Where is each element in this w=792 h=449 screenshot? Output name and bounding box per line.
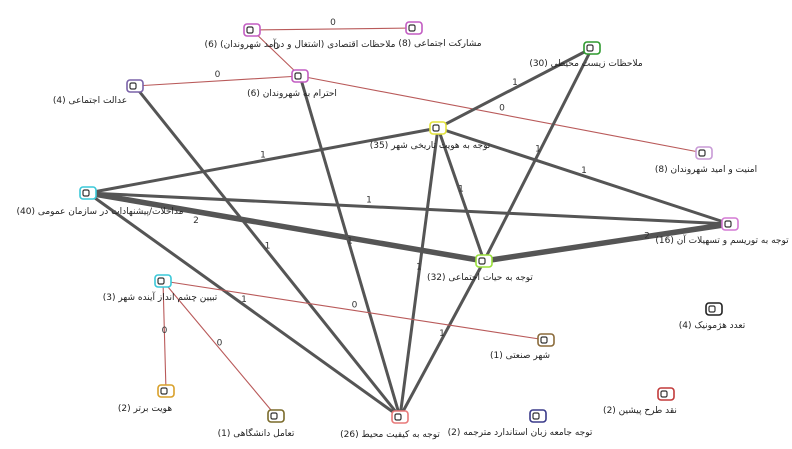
edge-label: 0 [217, 339, 223, 349]
node-label: توجه به کیفیت محیط (26) [340, 430, 440, 440]
node-label: تعدد هژمونیک (4) [679, 321, 746, 331]
code-icon-dot [394, 413, 402, 421]
code-icon-dot [432, 124, 440, 132]
code-icon-dot [270, 412, 278, 420]
code-icon-dot [157, 277, 165, 285]
edge-label: 0 [352, 301, 358, 311]
edge-n4-n16 [298, 74, 402, 419]
node-n4[interactable]: احترام به شهروندان (6) [247, 69, 337, 99]
edge-label: 1 [241, 295, 247, 305]
node-label: امنیت و امید شهروندان (8) [655, 165, 757, 175]
edge-n1-n2 [251, 27, 415, 31]
edge-label: 1 [366, 196, 372, 206]
edge-label: 0 [215, 70, 221, 80]
edge-n4-n7 [299, 75, 705, 154]
node-n17[interactable]: توجه جامعه زبان استاندارد مترجمه (2) [448, 409, 593, 438]
node-label: ملاحظات زیست محیطی (30) [529, 59, 643, 69]
code-icon-dot [246, 26, 254, 34]
node-label: ملاحظات اقتصادی (اشتغال و درآمد شهروندان… [205, 38, 396, 50]
edge-label: 1 [535, 145, 541, 155]
edge-n3-n10 [482, 46, 594, 263]
code-icon-dot [82, 189, 90, 197]
node-n5[interactable]: عدالت اجتماعی (4) [53, 79, 144, 106]
node-n10[interactable]: توجه به حیات اجتماعی (32) [427, 254, 533, 283]
edge-n6-n9 [436, 126, 732, 226]
node-label: توجه به هویت تاریخی شهر (35) [370, 141, 491, 151]
code-icon-dot [660, 390, 668, 398]
edge-label: 1 [347, 237, 353, 247]
node-n8[interactable]: مداخلات/پیشنهادات در سازمان عمومی (40) [17, 186, 184, 217]
node-label: شهر صنعتی (1) [490, 351, 550, 361]
node-n12[interactable]: تعدد هژمونیک (4) [679, 302, 746, 331]
edge-n3-n6 [436, 46, 594, 130]
code-icon-dot [540, 336, 548, 344]
code-icon-dot [708, 305, 716, 313]
node-label: تعامل دانشگاهی (1) [218, 427, 295, 439]
edge-label-layer: 0 0 0 0 1 1 1 1 1 1 1 2 2 1 1 1 1 0 0 0 [162, 18, 650, 349]
node-n3[interactable]: ملاحظات زیست محیطی (30) [529, 41, 643, 69]
edge-label: 1 [458, 185, 464, 195]
node-label: تبیین چشم انداز آینده شهر (3) [103, 291, 218, 303]
code-icon-dot [698, 149, 706, 157]
edge-n6-n16 [398, 126, 440, 419]
edge-label: 1 [265, 242, 271, 252]
edge-label: 1 [581, 166, 587, 176]
node-n7[interactable]: امنیت و امید شهروندان (8) [655, 146, 757, 175]
node-label: مشارکت اجتماعی (8) [398, 39, 481, 49]
edge-n5-n4 [134, 75, 301, 87]
node-label: عدالت اجتماعی (4) [53, 96, 127, 106]
edge-label: 2 [644, 232, 650, 242]
edge-n6-n10 [436, 126, 486, 263]
node-label: توجه جامعه زبان استاندارد مترجمه (2) [448, 428, 593, 438]
edge-label: 0 [162, 326, 168, 336]
edge-n8-n9 [86, 191, 732, 226]
code-icon-dot [408, 24, 416, 32]
node-n1[interactable]: ملاحظات اقتصادی (اشتغال و درآمد شهروندان… [205, 23, 396, 50]
edge-layer [85, 27, 733, 419]
code-icon-dot [724, 220, 732, 228]
edge-label: 1 [512, 78, 518, 88]
edge-label: 0 [273, 42, 279, 52]
node-layer: ملاحظات اقتصادی (اشتغال و درآمد شهروندان… [17, 21, 789, 440]
code-icon-dot [586, 44, 594, 52]
edge-n5-n16 [133, 84, 402, 419]
node-label: هویت برتر (2) [118, 404, 172, 414]
code-icon-dot [294, 72, 302, 80]
edge-n8-n16 [86, 191, 402, 419]
edge-n11-n14 [162, 280, 167, 392]
edge-label: 1 [260, 151, 266, 161]
node-label: احترام به شهروندان (6) [247, 89, 337, 99]
node-label: توجه به توریسم و تسهیلات آن (16) [655, 234, 789, 246]
edge-n4-n1 [251, 29, 301, 77]
edge-label: 0 [330, 18, 336, 28]
node-label: نقد طرح پیشین (2) [603, 406, 677, 416]
node-n6[interactable]: توجه به هویت تاریخی شهر (35) [370, 121, 491, 151]
node-n18[interactable]: نقد طرح پیشین (2) [603, 387, 677, 416]
edge-n10-n16 [398, 259, 486, 419]
edge-n11-n13 [162, 280, 547, 341]
node-label: مداخلات/پیشنهادات در سازمان عمومی (40) [17, 207, 184, 217]
code-icon-dot [478, 257, 486, 265]
node-n16[interactable]: توجه به کیفیت محیط (26) [340, 410, 440, 440]
edge-n8-n10 [85, 190, 487, 264]
edge-n10-n9 [481, 221, 733, 264]
node-label: توجه به حیات اجتماعی (32) [427, 273, 533, 283]
code-icon-dot [532, 412, 540, 420]
edge-label: 2 [193, 216, 199, 226]
edge-label: 0 [499, 104, 505, 114]
node-n13[interactable]: شهر صنعتی (1) [490, 333, 555, 361]
node-n11[interactable]: تبیین چشم انداز آینده شهر (3) [103, 274, 218, 303]
code-icon-dot [129, 82, 137, 90]
edge-n6-n8 [86, 126, 440, 195]
edge-label: 1 [416, 263, 422, 273]
node-n14[interactable]: هویت برتر (2) [118, 384, 175, 414]
node-n2[interactable]: مشارکت اجتماعی (8) [398, 21, 482, 49]
node-n9[interactable]: توجه به توریسم و تسهیلات آن (16) [655, 217, 789, 246]
edge-label: 1 [439, 329, 445, 339]
code-icon-dot [160, 387, 168, 395]
node-n15[interactable]: تعامل دانشگاهی (1) [218, 409, 295, 439]
edge-n11-n15 [162, 280, 277, 417]
